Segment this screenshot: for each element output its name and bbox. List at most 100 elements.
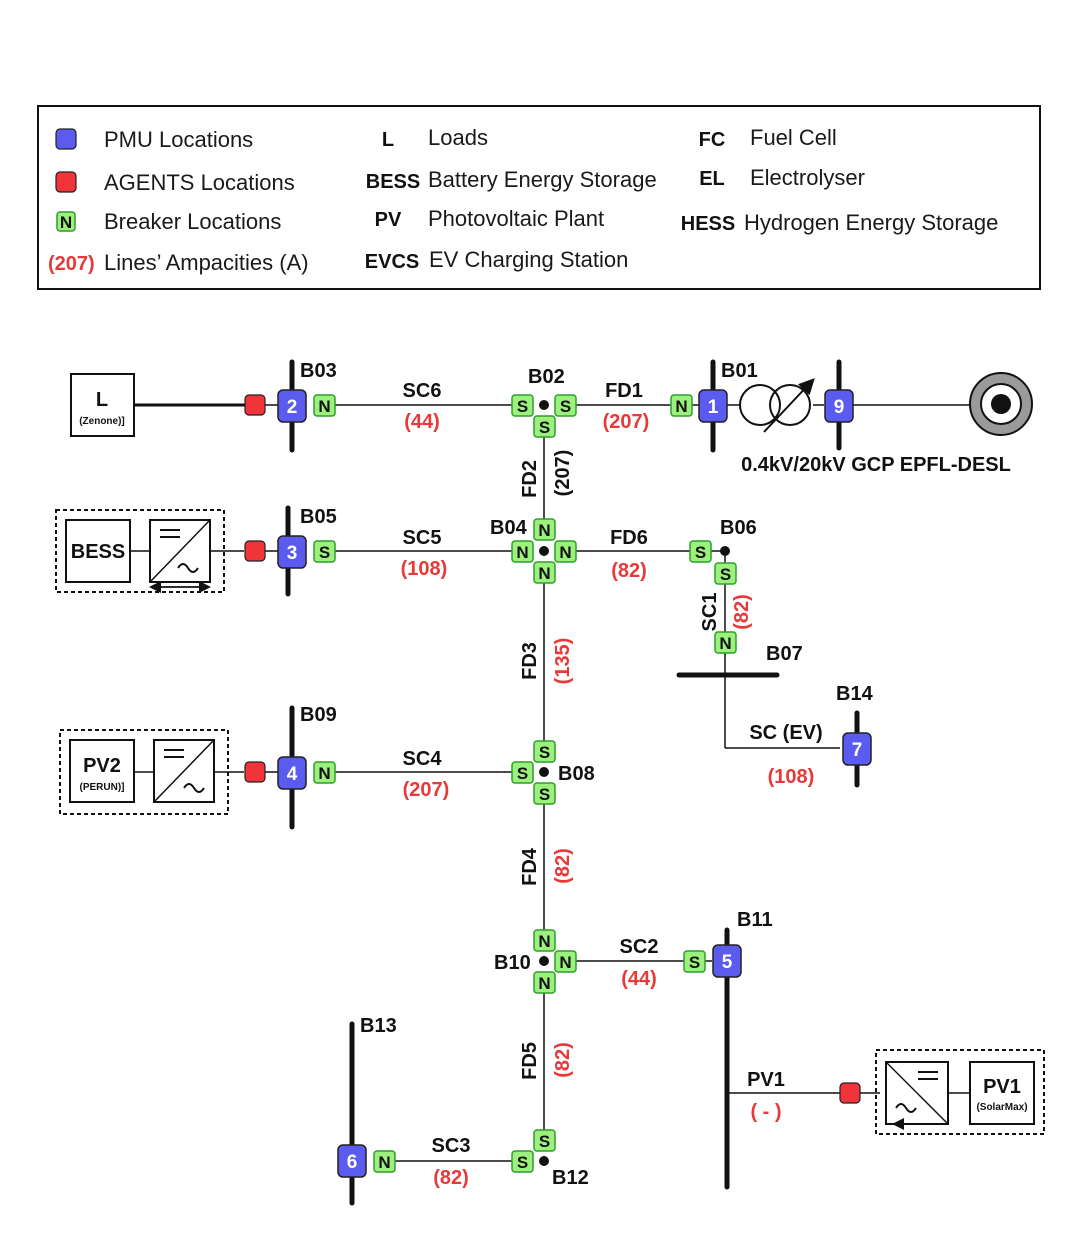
agents bbox=[244, 394, 861, 1104]
breaker-s: S bbox=[511, 1150, 534, 1173]
bus-label-b06: B06 bbox=[720, 517, 757, 539]
svg-text:N: N bbox=[538, 974, 550, 993]
legend-desc-evcs: EV Charging Station bbox=[429, 247, 628, 272]
breaker-n: N bbox=[714, 631, 737, 654]
load-zenone: L (Zenone)] bbox=[70, 373, 135, 437]
ampacity-sc2: (44) bbox=[621, 968, 657, 990]
bus-label-b14: B14 bbox=[836, 683, 874, 705]
svg-text:S: S bbox=[319, 543, 330, 562]
svg-text:N: N bbox=[559, 953, 571, 972]
breaker-s: S bbox=[533, 740, 556, 763]
line-labels: SC6 (44) FD1 (207) SC5 (108) FD6 (82) SC… bbox=[401, 380, 823, 1189]
svg-text:S: S bbox=[720, 565, 731, 584]
legend-abbr-pv: PV bbox=[375, 209, 402, 231]
breaker-n: N bbox=[554, 540, 577, 563]
bus-label-b09: B09 bbox=[300, 704, 337, 726]
line-label-sc2: SC2 bbox=[620, 936, 659, 958]
ampacity-sc1: (82) bbox=[731, 594, 753, 630]
breaker-n: N bbox=[670, 394, 693, 417]
svg-text:4: 4 bbox=[287, 764, 298, 785]
bus-label-b08: B08 bbox=[558, 763, 595, 785]
load-title: L bbox=[96, 389, 108, 411]
node-dot-b04 bbox=[539, 546, 549, 556]
breaker-s: S bbox=[683, 950, 706, 973]
svg-text:S: S bbox=[539, 743, 550, 762]
pmu-legend-icon bbox=[55, 128, 77, 150]
ampacity-fd3: (135) bbox=[552, 638, 574, 685]
ampacity-sc3: (82) bbox=[433, 1167, 469, 1189]
line-label-pv1: PV1 bbox=[747, 1069, 785, 1091]
svg-text:S: S bbox=[539, 785, 550, 804]
svg-text:S: S bbox=[689, 953, 700, 972]
breaker-n: N bbox=[511, 540, 534, 563]
bus-label-b07: B07 bbox=[766, 643, 803, 665]
ampacity-sc6: (44) bbox=[404, 411, 440, 433]
svg-text:6: 6 bbox=[347, 1152, 358, 1173]
breakers: N S S S N S N N N N S S N N S S S N N N … bbox=[313, 394, 737, 1173]
legend-abbr-bess: BESS bbox=[366, 171, 420, 193]
bus-label-b13: B13 bbox=[360, 1015, 397, 1037]
pmus: 2 1 9 3 4 7 5 6 bbox=[277, 389, 872, 1178]
breaker-s: S bbox=[533, 1129, 556, 1152]
svg-text:2: 2 bbox=[287, 397, 298, 418]
legend-pmu-text: PMU Locations bbox=[104, 127, 253, 152]
pv1-box bbox=[969, 1061, 1035, 1125]
legend-desc-fc: Fuel Cell bbox=[750, 125, 837, 150]
pv1-inverter-icon bbox=[885, 1061, 949, 1125]
breaker-n: N bbox=[533, 971, 556, 994]
breaker-s: S bbox=[533, 415, 556, 438]
agent-marker bbox=[244, 761, 266, 783]
ampacity-sc5: (108) bbox=[401, 558, 448, 580]
pv2-dashed-frame bbox=[59, 729, 229, 815]
grid-connection-label: 0.4kV/20kV GCP EPFL-DESL bbox=[741, 454, 1011, 476]
legend-desc-l: Loads bbox=[428, 125, 488, 150]
pv2-subtitle: (PERUN)] bbox=[80, 782, 125, 793]
breaker-n: N bbox=[554, 950, 577, 973]
breaker-s: S bbox=[554, 394, 577, 417]
legend-desc-bess: Battery Energy Storage bbox=[428, 167, 657, 192]
agent-marker bbox=[244, 394, 266, 416]
pv1-unit: PV1 (SolarMax) bbox=[875, 1049, 1045, 1135]
svg-text:S: S bbox=[695, 543, 706, 562]
line-label-fd1: FD1 bbox=[605, 380, 643, 402]
svg-text:S: S bbox=[517, 1153, 528, 1172]
line-label-fd3: FD3 bbox=[519, 642, 541, 680]
svg-text:N: N bbox=[378, 1153, 390, 1172]
svg-text:7: 7 bbox=[852, 740, 863, 761]
legend-desc-el: Electrolyser bbox=[750, 165, 865, 190]
pv2-inverter-icon bbox=[153, 739, 215, 803]
svg-text:N: N bbox=[516, 543, 528, 562]
pv2-title: PV2 bbox=[83, 755, 121, 777]
bess-title: BESS bbox=[71, 541, 125, 563]
svg-text:S: S bbox=[539, 418, 550, 437]
bus-label-b04: B04 bbox=[490, 517, 528, 539]
ampacity-fd2: (207) bbox=[552, 450, 574, 497]
pv1-title: PV1 bbox=[983, 1076, 1021, 1098]
pmu-7: 7 bbox=[842, 732, 872, 766]
bess-unit: BESS bbox=[55, 509, 225, 593]
pmu-5: 5 bbox=[712, 944, 742, 978]
ampacity-pv1: ( - ) bbox=[750, 1101, 781, 1123]
line-label-sc1: SC1 bbox=[699, 593, 721, 632]
node-dot-b08 bbox=[539, 767, 549, 777]
svg-text:1: 1 bbox=[708, 397, 719, 418]
legend-agents-text: AGENTS Locations bbox=[104, 170, 295, 195]
breaker-s: S bbox=[689, 540, 712, 563]
legend: PMU Locations AGENTS Locations N Breaker… bbox=[37, 105, 1041, 290]
ampacity-fd5: (82) bbox=[552, 1042, 574, 1078]
line-label-sc6: SC6 bbox=[403, 380, 442, 402]
svg-text:9: 9 bbox=[834, 397, 845, 418]
svg-text:S: S bbox=[539, 1132, 550, 1151]
bus-label-b02: B02 bbox=[528, 366, 565, 388]
svg-text:S: S bbox=[517, 397, 528, 416]
svg-text:N: N bbox=[719, 634, 731, 653]
svg-text:N: N bbox=[675, 397, 687, 416]
grid-connection-icon bbox=[969, 372, 1033, 436]
bus-label-b10: B10 bbox=[494, 952, 531, 974]
pmu-4: 4 bbox=[277, 756, 307, 790]
bus-label-b01: B01 bbox=[721, 360, 758, 382]
legend-abbr-el: EL bbox=[699, 168, 725, 190]
transformer-icon bbox=[739, 378, 815, 433]
bess-dashed-frame bbox=[55, 509, 225, 593]
bus-label-b11: B11 bbox=[737, 909, 773, 931]
